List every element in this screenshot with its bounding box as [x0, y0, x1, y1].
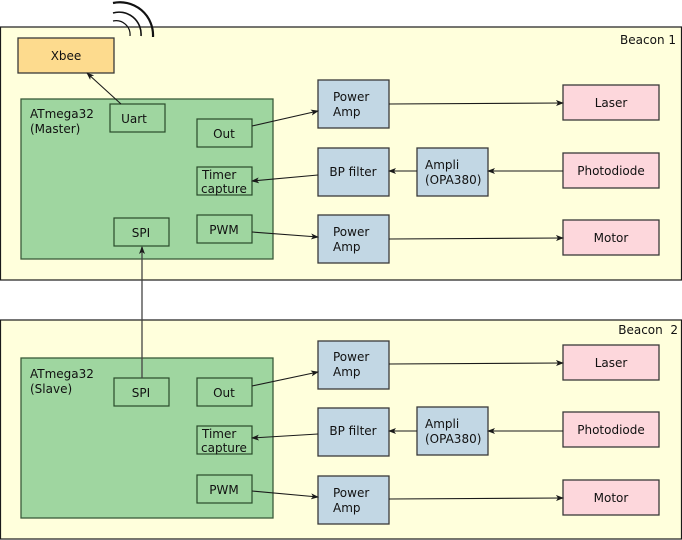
xbee-module: Xbee	[17, 37, 115, 74]
ampli-label-1: Ampli	[425, 417, 459, 431]
photodiode-label: Photodiode	[577, 423, 645, 437]
port-spi-master: SPI	[113, 217, 170, 247]
power-amp-motor: Power Amp	[317, 475, 390, 525]
power-amp-label-1: Power	[333, 350, 369, 364]
power-amp-motor: Power Amp	[317, 214, 390, 264]
power-amp-label-2: Amp	[333, 501, 361, 515]
beacon-1: Beacon 1 Xbee ATmega32 (Master) Uart Out	[0, 1, 682, 281]
pwm-to-poweramp-arrow	[251, 231, 319, 240]
beacon-2-title: Beacon 2	[618, 323, 678, 337]
power-amp-laser: Power Amp	[317, 79, 390, 129]
port-spi-label: SPI	[132, 226, 150, 240]
power-amp-label-2: Amp	[333, 105, 361, 119]
port-timer-capture: Timer capture	[196, 425, 253, 455]
wireless-signal-icon	[112, 1, 155, 38]
port-out: Out	[196, 118, 253, 148]
power-amp-label-1: Power	[333, 225, 369, 239]
poweramp-to-motor-arrow	[388, 495, 564, 502]
photodiode-label: Photodiode	[577, 164, 645, 178]
laser: Laser	[562, 344, 660, 381]
bp-filter-label: BP filter	[329, 165, 376, 179]
port-timer-capture: Timer capture	[196, 166, 253, 196]
power-amp-label-1: Power	[333, 90, 369, 104]
port-timer-label-2: capture	[201, 182, 247, 196]
port-uart-label: Uart	[121, 112, 147, 126]
mcu-master-role: (Master)	[30, 122, 80, 136]
motor: Motor	[562, 219, 660, 256]
port-timer-label-1: Timer	[201, 168, 236, 182]
out-to-poweramp-arrow	[251, 109, 319, 127]
bpfilter-to-timer-arrow	[251, 433, 319, 441]
port-pwm: PWM	[196, 474, 253, 504]
pwm-to-poweramp-arrow	[251, 490, 319, 500]
mcu-master-name: ATmega32	[30, 107, 94, 121]
motor-label: Motor	[594, 491, 629, 505]
uart-to-xbee-arrow	[86, 72, 122, 105]
port-timer-label-2: capture	[201, 441, 247, 455]
port-timer-label-1: Timer	[201, 427, 236, 441]
motor: Motor	[562, 479, 660, 516]
bp-filter: BP filter	[317, 147, 390, 197]
power-amp-label-2: Amp	[333, 365, 361, 379]
poweramp-to-motor-arrow	[388, 235, 564, 242]
port-out: Out	[196, 377, 253, 407]
poweramp-to-laser-arrow	[388, 100, 564, 107]
power-amp-label-2: Amp	[333, 240, 361, 254]
power-amp-laser: Power Amp	[317, 340, 390, 390]
mcu-slave-name: ATmega32	[30, 367, 94, 381]
port-out-label: Out	[213, 386, 235, 400]
photodiode: Photodiode	[562, 152, 660, 189]
port-pwm-label: PWM	[209, 223, 238, 237]
ampli-opa380: Ampli (OPA380)	[416, 147, 489, 197]
poweramp-to-laser-arrow	[388, 360, 564, 367]
power-amp-label-1: Power	[333, 486, 369, 500]
port-uart: Uart	[109, 103, 166, 133]
beacon-2: Beacon 2 ATmega32 (Slave) SPI Out Timer …	[0, 319, 682, 540]
laser-label: Laser	[595, 96, 628, 110]
port-spi-slave: SPI	[113, 377, 170, 407]
bpfilter-to-timer-arrow	[251, 174, 319, 184]
bp-filter: BP filter	[317, 407, 390, 457]
port-pwm: PWM	[196, 214, 253, 244]
ampli-label-2: (OPA380)	[425, 173, 481, 187]
xbee-label: Xbee	[51, 49, 82, 63]
laser-label: Laser	[595, 356, 628, 370]
ampli-label-2: (OPA380)	[425, 432, 481, 446]
ampli-label-1: Ampli	[425, 158, 459, 172]
port-pwm-label: PWM	[209, 483, 238, 497]
port-out-label: Out	[213, 127, 235, 141]
motor-label: Motor	[594, 231, 629, 245]
beacon-1-title: Beacon 1	[620, 33, 676, 47]
out-to-poweramp-arrow	[251, 370, 319, 387]
bp-filter-label: BP filter	[329, 424, 376, 438]
laser: Laser	[562, 84, 660, 121]
mcu-slave-role: (Slave)	[30, 382, 72, 396]
ampli-opa380: Ampli (OPA380)	[416, 406, 489, 456]
photodiode: Photodiode	[562, 411, 660, 448]
port-spi-label: SPI	[132, 386, 150, 400]
